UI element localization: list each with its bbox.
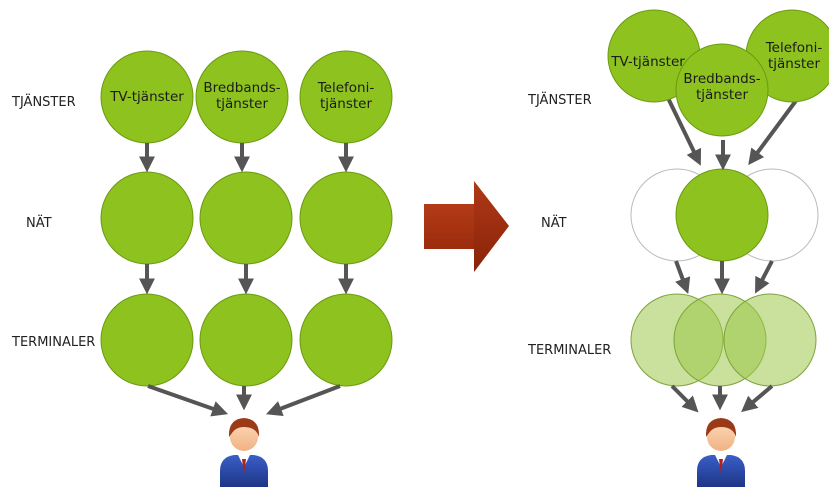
right-terminal-circle-3 — [723, 293, 817, 387]
right-network-row-label: NÄT — [541, 215, 567, 231]
left-service-label-broadband-line1: Bredbands- — [203, 80, 280, 96]
left-terminal-circle-3 — [299, 293, 393, 387]
network-row-label: NÄT — [26, 215, 52, 231]
left-network-circle-3 — [299, 171, 393, 265]
right-panel: TJÄNSTER NÄT TERMINALER TV-tjänster Bred… — [527, 9, 829, 487]
right-arrow-net-to-term1 — [674, 260, 691, 295]
right-user-icon — [697, 418, 745, 487]
right-arrow-term1-to-user — [670, 384, 699, 413]
left-terminal-circle-2 — [199, 293, 293, 387]
right-arrow-term3-to-user — [741, 384, 774, 413]
right-arrows — [666, 96, 800, 413]
left-network-circle-2 — [199, 171, 293, 265]
terminals-row-label: TERMINALER — [11, 335, 95, 350]
left-service-label-telephony-line2: tjänster — [320, 96, 373, 112]
transition-arrow — [424, 181, 509, 272]
right-service-label-tv: TV-tjänster — [610, 54, 685, 70]
left-arrow-term1-to-user — [147, 384, 229, 417]
right-service-label-telephony-line1: Telefoni- — [765, 40, 823, 56]
right-service-label-broadband-line1: Bredbands- — [683, 71, 760, 87]
right-arrow-net-to-term3 — [755, 260, 774, 294]
left-user-icon — [220, 418, 268, 487]
right-arrow-tel-to-net — [748, 96, 800, 166]
left-panel: TJÄNSTER NÄT TERMINALER TV-tjänster Bred… — [11, 50, 393, 487]
right-services-row-label: TJÄNSTER — [527, 92, 592, 108]
right-network-circle-shared — [675, 168, 769, 262]
right-service-label-telephony-line2: tjänster — [768, 56, 821, 72]
left-arrow-term3-to-user — [266, 384, 341, 417]
left-network-circle-1 — [100, 171, 194, 265]
services-row-label: TJÄNSTER — [11, 94, 76, 110]
left-arrows — [139, 143, 354, 417]
right-service-label-broadband-line2: tjänster — [696, 87, 749, 103]
left-service-label-tv: TV-tjänster — [109, 89, 184, 105]
left-service-label-telephony-line1: Telefoni- — [317, 80, 375, 96]
right-arrow-tv-to-net — [666, 97, 702, 166]
left-service-label-broadband-line2: tjänster — [216, 96, 269, 112]
right-terminals-row-label: TERMINALER — [527, 343, 611, 358]
right-service-circle-broadband — [675, 43, 769, 137]
left-terminal-circle-1 — [100, 293, 194, 387]
